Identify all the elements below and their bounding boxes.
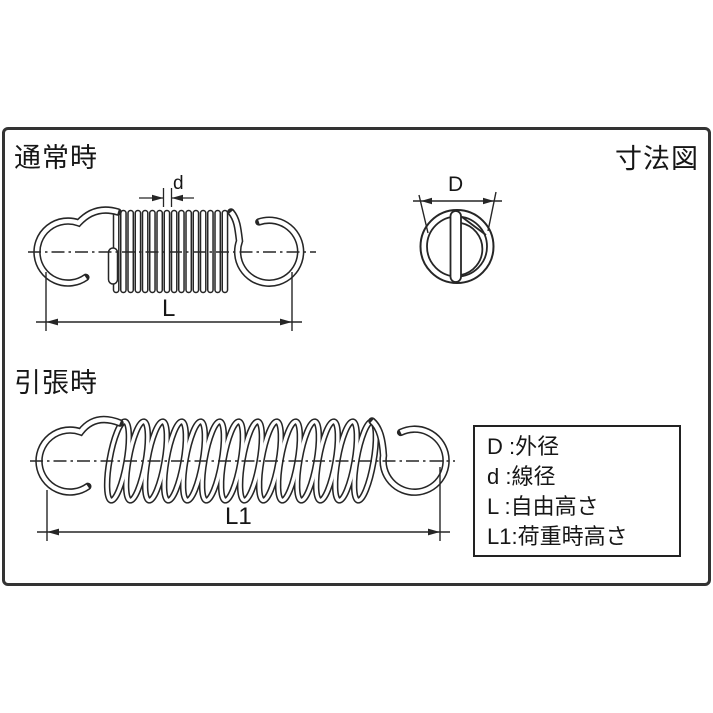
legend-line: D :外径 (487, 434, 560, 459)
heading-stretched-state: 引張時 (14, 368, 98, 398)
label-outer-diameter: D (448, 173, 464, 196)
heading-drawing-title: 寸法図 (615, 144, 699, 174)
label-wire-diameter: d (173, 173, 184, 194)
legend-line: d :線径 (487, 464, 556, 489)
legend-box: D :外径 d :線径 L :自由高さ L1:荷重時高さ (473, 425, 681, 557)
label-free-length: L (162, 295, 176, 322)
label-loaded-length: L1 (225, 503, 252, 530)
heading-normal-state: 通常時 (14, 143, 98, 173)
legend-line: L :自由高さ (487, 494, 599, 519)
legend-line: L1:荷重時高さ (487, 524, 628, 549)
